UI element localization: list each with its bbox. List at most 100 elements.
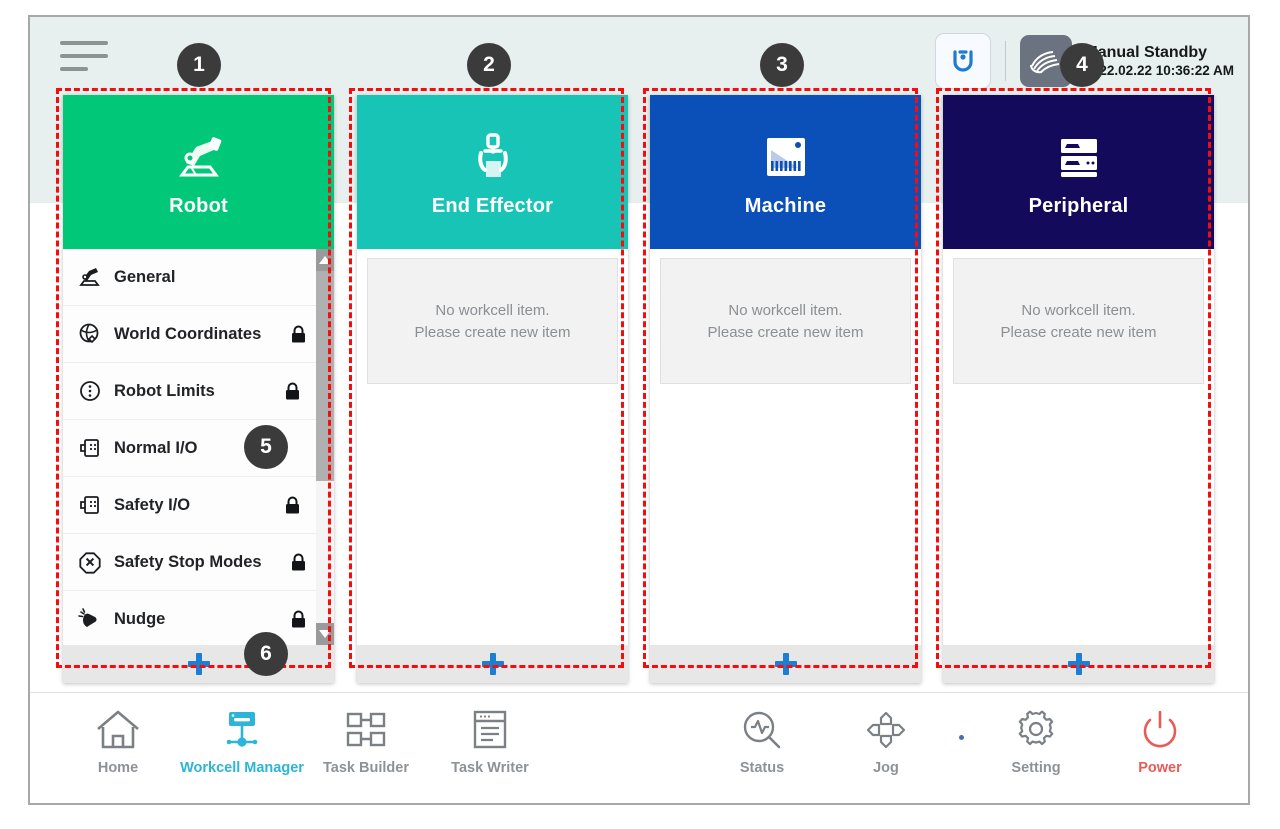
bottom-navigation-bar: Home Workcell Manager Task Builder Task … [30, 692, 1248, 803]
gripper-icon [467, 127, 519, 191]
add-machine-button[interactable] [650, 645, 921, 683]
list-item-robot-limits[interactable]: Robot Limits [63, 363, 316, 420]
io-port-icon [75, 436, 105, 460]
workcell-card-robot[interactable]: Robot General World Co [63, 95, 334, 683]
card-body-machine: No workcell item. Please create new item [650, 249, 921, 645]
workcell-card-end-effector[interactable]: End Effector No workcell item. Please cr… [357, 95, 628, 683]
header-status-group: Manual Standby 2022.02.22 10:36:22 AM [935, 29, 1234, 93]
card-header-peripheral[interactable]: Peripheral [943, 95, 1214, 249]
nav-label: Workcell Manager [180, 760, 304, 776]
lock-icon [288, 553, 308, 572]
workcell-card-peripheral[interactable]: Peripheral No workcell item. Please crea… [943, 95, 1214, 683]
plus-icon [187, 653, 210, 675]
nav-item-home[interactable]: Home [56, 703, 180, 776]
io-port-icon [75, 493, 105, 517]
tablet-frame: Manual Standby 2022.02.22 10:36:22 AM [28, 15, 1250, 805]
cobot-arm-icon[interactable] [935, 33, 992, 89]
plus-icon [481, 653, 504, 675]
hamburger-menu-icon[interactable] [60, 41, 112, 79]
nav-item-setting[interactable]: Setting [974, 703, 1098, 776]
peripheral-rack-glyph [1060, 138, 1097, 177]
nav-item-status[interactable]: Status [700, 703, 824, 776]
hamburger-line [60, 67, 88, 71]
nav-label: Setting [1011, 760, 1061, 776]
list-item-safety-io[interactable]: Safety I/O [63, 477, 316, 534]
header-divider [1005, 41, 1007, 81]
triangle-down-glyph [319, 630, 331, 638]
status-pulse-icon [739, 703, 785, 751]
card-body-end-effector: No workcell item. Please create new item [357, 249, 628, 645]
nav-separator-dot [948, 735, 974, 740]
list-item-label: Nudge [114, 609, 166, 628]
empty-state-line2: Please create new item [414, 323, 571, 341]
cobot-arm-glyph [953, 50, 973, 72]
task-builder-icon [343, 703, 389, 751]
scroll-up-arrow-icon[interactable] [316, 249, 334, 271]
card-title-end-effector: End Effector [431, 194, 554, 217]
lock-icon [288, 325, 308, 344]
scroll-down-arrow-icon[interactable] [316, 623, 334, 645]
card-header-end-effector[interactable]: End Effector [357, 95, 628, 249]
list-item-label: Safety I/O [114, 495, 191, 514]
machine-glyph [766, 137, 805, 176]
card-title-robot: Robot [169, 194, 228, 217]
workcell-card-machine[interactable]: Machine No workcell item. Please create … [650, 95, 921, 683]
empty-state-peripheral: No workcell item. Please create new item [953, 258, 1204, 384]
list-item-general[interactable]: General [63, 249, 316, 306]
hamburger-line [60, 41, 108, 45]
lock-icon [282, 382, 302, 401]
nav-label: Task Builder [323, 760, 409, 776]
scrollbar-thumb[interactable] [316, 271, 334, 481]
nav-item-task-writer[interactable]: Task Writer [428, 703, 552, 776]
nav-label: Jog [873, 760, 899, 776]
limits-circle-icon [75, 379, 105, 403]
empty-state-line1: No workcell item. [728, 301, 843, 319]
robot-list-scrollbar[interactable] [316, 249, 334, 645]
nav-label: Power [1138, 760, 1182, 776]
workcell-card-grid: Robot General World Co [30, 17, 1248, 803]
card-header-machine[interactable]: Machine [650, 95, 921, 249]
mode-timestamp: 2022.02.22 10:36:22 AM [1084, 62, 1234, 78]
nudge-hand-icon [75, 607, 105, 631]
lock-icon [282, 496, 302, 515]
nav-item-task-builder[interactable]: Task Builder [304, 703, 428, 776]
nav-item-power[interactable]: Power [1098, 703, 1222, 776]
card-title-peripheral: Peripheral [1028, 194, 1129, 217]
empty-state-line1: No workcell item. [435, 301, 550, 319]
add-end-effector-button[interactable] [357, 645, 628, 683]
empty-state-line2: Please create new item [1000, 323, 1157, 341]
card-header-robot[interactable]: Robot [63, 95, 334, 249]
jog-dpad-icon [863, 703, 909, 751]
card-body-peripheral: No workcell item. Please create new item [943, 249, 1214, 645]
nav-item-workcell-manager[interactable]: Workcell Manager [180, 703, 304, 776]
machine-icon [758, 127, 814, 191]
add-peripheral-button[interactable] [943, 645, 1214, 683]
task-writer-icon [467, 703, 513, 751]
mode-status-text: Manual Standby 2022.02.22 10:36:22 AM [1084, 43, 1234, 80]
peripheral-rack-icon [1051, 127, 1107, 191]
nav-label: Home [97, 760, 139, 776]
hamburger-line [60, 54, 108, 58]
mode-title: Manual Standby [1084, 43, 1208, 61]
power-icon [1137, 703, 1183, 751]
list-item-label: Robot Limits [114, 381, 215, 400]
add-robot-button[interactable] [63, 645, 334, 683]
list-item-world-coordinates[interactable]: World Coordinates [63, 306, 316, 363]
gripper-glyph [477, 132, 508, 177]
list-item-label: Safety Stop Modes [114, 552, 262, 571]
list-item-nudge[interactable]: Nudge [63, 591, 316, 645]
nav-right-group: Status Jog Setting Power [700, 703, 1222, 776]
empty-state-line2: Please create new item [707, 323, 864, 341]
list-item-label: World Coordinates [114, 324, 262, 343]
empty-state-machine: No workcell item. Please create new item [660, 258, 911, 384]
list-item-safety-stop-modes[interactable]: Safety Stop Modes [63, 534, 316, 591]
list-item-label: General [114, 267, 176, 286]
card-body-robot: General World Coordinates [63, 249, 334, 645]
nav-label: Task Writer [451, 760, 529, 776]
nav-left-group: Home Workcell Manager Task Builder Task … [56, 703, 552, 776]
nav-item-jog[interactable]: Jog [824, 703, 948, 776]
list-item-normal-io[interactable]: Normal I/O [63, 420, 316, 477]
card-title-machine: Machine [744, 194, 827, 217]
gear-icon [1013, 703, 1059, 751]
empty-state-line1: No workcell item. [1021, 301, 1136, 319]
